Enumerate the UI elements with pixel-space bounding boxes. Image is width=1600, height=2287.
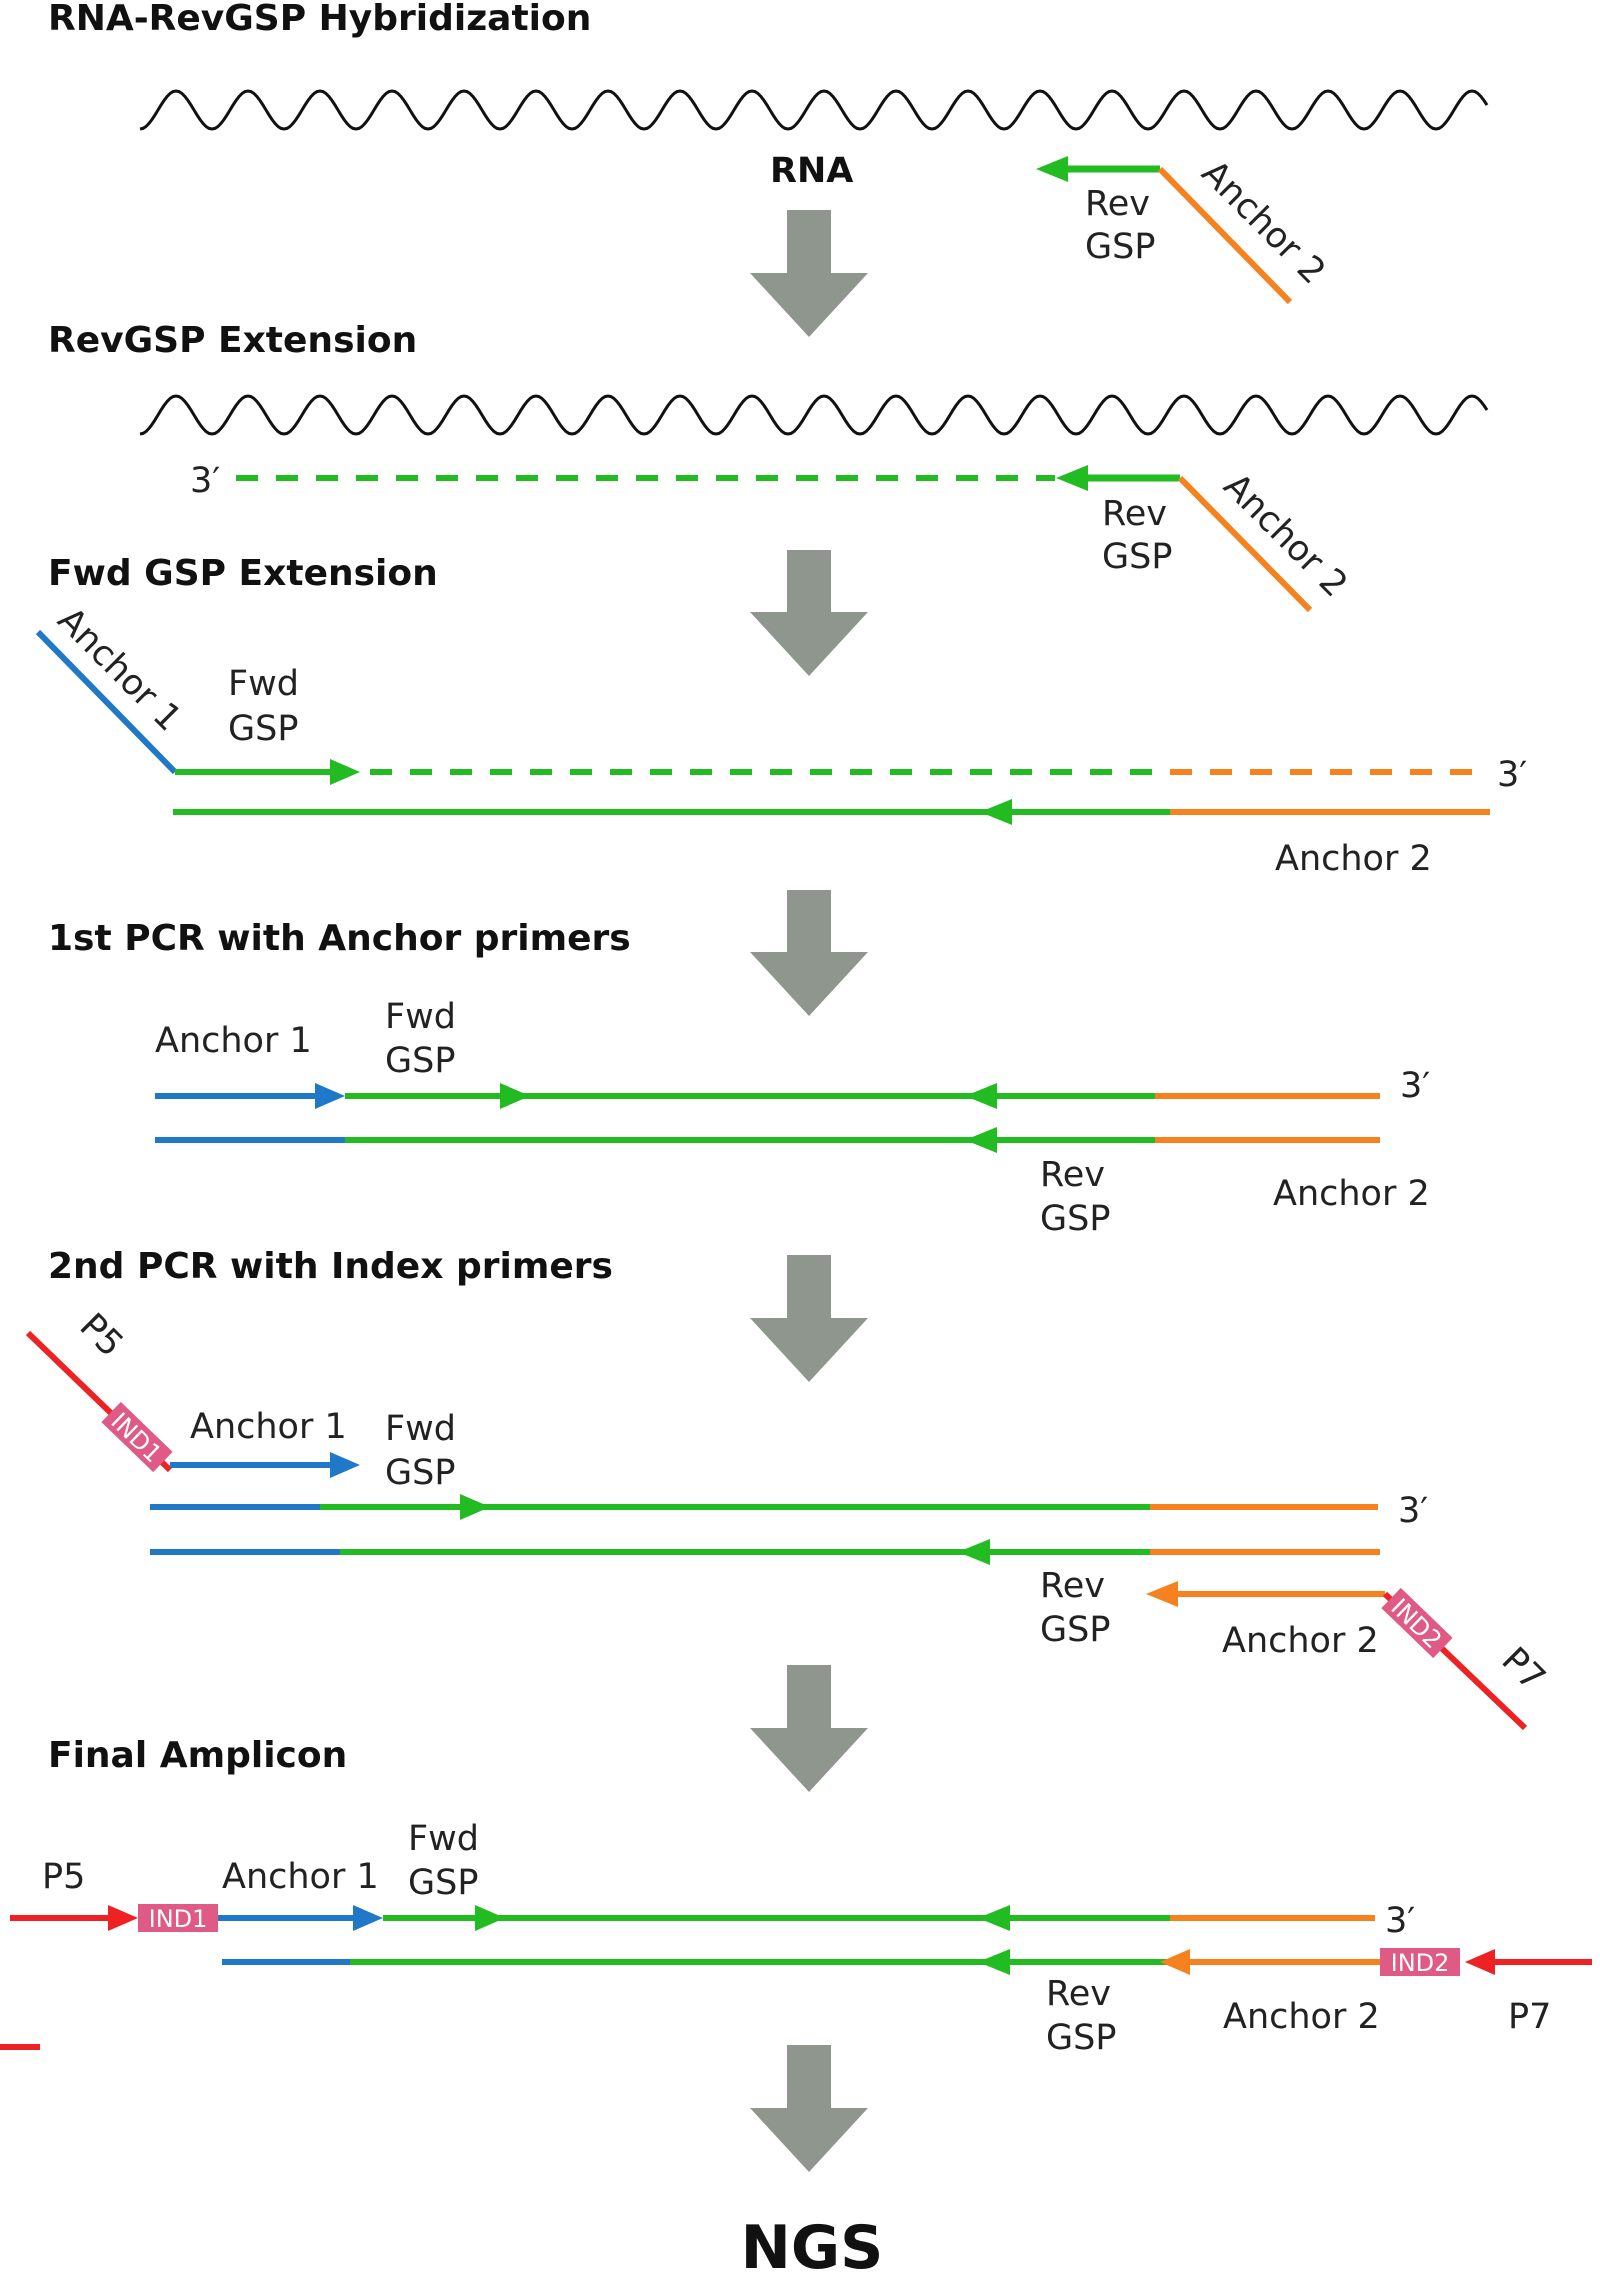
p7-label-2: P7 [1508, 1997, 1551, 2037]
anchor2-label-4: Anchor 2 [1273, 1174, 1430, 1214]
anchor1-arrowhead-final [353, 1905, 383, 1931]
rev-label-2: Rev [1102, 494, 1167, 534]
rev-gsp-arrowhead-6 [958, 1539, 990, 1565]
rna-label: RNA [770, 151, 853, 191]
step-title-hybridization: RNA-RevGSP Hybridization [48, 0, 591, 39]
three-prime-label-2: 3′ [1497, 755, 1527, 795]
process-arrow-5 [750, 1665, 868, 1792]
rna-strand-wave [139, 89, 1489, 131]
fwd-gsp-arrowhead-3 [460, 1494, 490, 1520]
step-title-pcr1: 1st PCR with Anchor primers [48, 918, 631, 959]
rev-label-5: Rev [1046, 1974, 1111, 2014]
three-prime-label-4: 3′ [1398, 1491, 1428, 1531]
three-prime-label-5: 3′ [1385, 1901, 1415, 1941]
anchor2-label-3: Anchor 2 [1275, 839, 1432, 879]
ind1-tag-2 [138, 1904, 218, 1932]
rev-gsp-arrowhead-5 [965, 1127, 997, 1153]
p5-label-2: P5 [42, 1857, 85, 1897]
rev-gsp-arrowhead-3 [980, 799, 1012, 825]
anchor1-tail-1 [35, 629, 178, 775]
process-arrow-4 [750, 1255, 868, 1382]
anchor2-label-5: Anchor 2 [1222, 1621, 1379, 1661]
gsp-label-1: GSP [1085, 227, 1155, 267]
fwd-label-3: Fwd [385, 1409, 456, 1449]
fwd-label-4: Fwd [408, 1819, 479, 1859]
anchor1-label-2: Anchor 1 [155, 1021, 312, 1061]
gsp-label-9: GSP [1046, 2018, 1116, 2058]
p7-arrowhead-final [1465, 1949, 1495, 1975]
process-arrow-2 [750, 550, 868, 676]
rev-label-4: Rev [1040, 1566, 1105, 1606]
gsp-label-6: GSP [385, 1453, 455, 1493]
fwd-gsp-arrowhead-2 [500, 1083, 530, 1109]
step-title-rev-extension: RevGSP Extension [48, 320, 417, 361]
rev-label-3: Rev [1040, 1155, 1105, 1195]
anchor1-label-3: Anchor 1 [190, 1407, 347, 1447]
rna-strand-wave-2 [139, 394, 1489, 436]
p5-arrowhead-final [108, 1905, 138, 1931]
rev-label-1: Rev [1085, 184, 1150, 224]
anchor2-tail-1 [1157, 166, 1293, 305]
ind2-label-2: IND2 [1391, 1949, 1450, 1977]
ind2-tag-2 [1380, 1948, 1460, 1976]
ind1-label-2: IND1 [149, 1905, 208, 1933]
anchor2-arrowhead-final [1160, 1949, 1190, 1975]
gsp-label-7: GSP [1040, 1610, 1110, 1650]
gsp-label-8: GSP [408, 1863, 478, 1903]
step-title-fwd-extension: Fwd GSP Extension [48, 553, 438, 594]
rev-gsp-arrowhead-7 [978, 1905, 1010, 1931]
ngs-label: NGS [741, 2213, 884, 2283]
three-prime-label-1: 3′ [190, 461, 220, 501]
rev-gsp-arrowhead-8 [978, 1949, 1010, 1975]
process-arrow-6 [750, 2045, 868, 2172]
gsp-label-5: GSP [1040, 1199, 1110, 1239]
process-arrow-3 [750, 890, 868, 1016]
rev-gsp-primer-2 [1056, 465, 1313, 613]
step-title-final: Final Amplicon [48, 1735, 347, 1776]
p7-label-1: P7 [1494, 1640, 1553, 1699]
process-arrow-1 [750, 210, 868, 337]
rev-gsp-primer-1 [1036, 156, 1293, 305]
rev-gsp-arrowhead-2 [1056, 465, 1088, 491]
ind1-tag-1: IND1 [101, 1401, 173, 1473]
anchor1-label-4: Anchor 1 [222, 1857, 379, 1897]
three-prime-label-3: 3′ [1400, 1066, 1430, 1106]
ind2-tag-1: IND2 [1381, 1587, 1453, 1659]
fwd-label-2: Fwd [385, 997, 456, 1037]
fwd-gsp-arrowhead-1 [330, 759, 360, 785]
rev-gsp-arrowhead-4 [965, 1083, 997, 1109]
anchor2-arrowhead-5 [1146, 1581, 1178, 1607]
gsp-label-2: GSP [1102, 537, 1172, 577]
step-title-pcr2: 2nd PCR with Index primers [48, 1246, 613, 1287]
fwd-gsp-arrowhead-4 [475, 1905, 505, 1931]
gsp-label-3: GSP [228, 709, 298, 749]
anchor1-arrowhead-2 [330, 1452, 360, 1478]
anchor1-arrowhead-1 [315, 1083, 345, 1109]
p5-label-1: P5 [72, 1306, 131, 1365]
anchor2-label-6: Anchor 2 [1223, 1997, 1380, 2037]
anchor2-tail-2 [1177, 475, 1313, 613]
rev-gsp-arrowhead-1 [1036, 156, 1068, 182]
gsp-label-4: GSP [385, 1041, 455, 1081]
fwd-label-1: Fwd [228, 664, 299, 704]
